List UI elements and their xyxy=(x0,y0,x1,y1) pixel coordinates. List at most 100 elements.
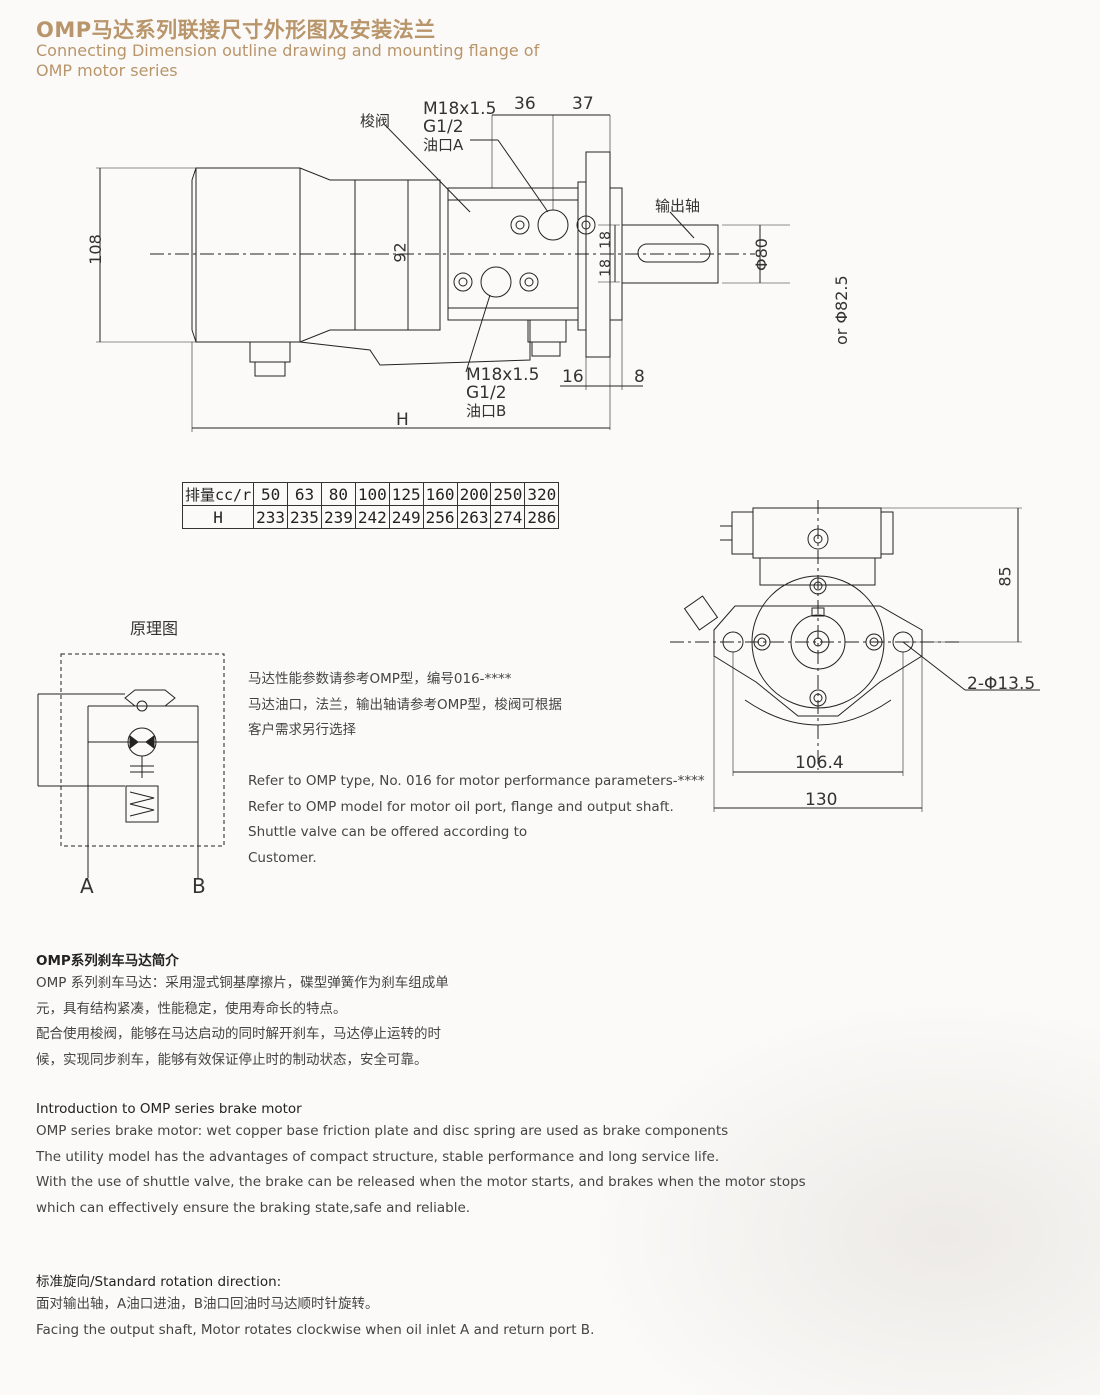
label-dim-h: H xyxy=(396,410,409,430)
table-cell: 63 xyxy=(287,482,322,506)
port-b xyxy=(480,266,512,298)
label-dim-18a: 18 xyxy=(597,231,614,249)
leader-holes xyxy=(902,641,966,691)
intro-cn-section: OMP系列刹车马达简介 OMP 系列刹车马达：采用湿式铜基摩擦片，碟型弹簧作为刹… xyxy=(36,949,449,1073)
paragraph-line: Facing the output shaft, Motor rotates c… xyxy=(36,1321,595,1338)
displacement-table: 排量cc/r 50 63 80 100 125 160 200 250 320 … xyxy=(181,482,560,529)
paragraph-line: OMP series brake motor: wet copper base … xyxy=(36,1123,729,1139)
table-cell: 160 xyxy=(422,482,458,506)
schematic-port-b: B xyxy=(192,874,206,898)
table-row: H 233 235 239 242 249 256 263 274 286 xyxy=(181,505,560,529)
label-output-shaft: 输出轴 xyxy=(655,197,701,215)
shaft-keyway xyxy=(637,243,711,263)
table-cell: 239 xyxy=(320,505,356,529)
note-line: 马达油口，法兰，输出轴请参考OMP型，梭阀可根据 xyxy=(248,696,562,713)
output-shaft xyxy=(621,224,719,284)
label-dim-92: 92 xyxy=(390,242,410,263)
rotation-heading: 标准旋向/Standard rotation direction: xyxy=(36,1274,282,1290)
rotation-section: 标准旋向/Standard rotation direction: 面对输出轴，… xyxy=(36,1270,594,1343)
bottom-bracket-left xyxy=(249,342,291,363)
table-cell: 50 xyxy=(253,482,289,506)
label-dim-108: 108 xyxy=(85,234,105,265)
flange-front-view xyxy=(670,500,1040,812)
table-cell: 80 xyxy=(320,482,356,506)
label-dim-130: 130 xyxy=(805,790,838,810)
table-cell: 200 xyxy=(456,482,492,506)
label-dim-phi80: Φ80 xyxy=(751,238,771,271)
label-dim-phi825: or Φ82.5 xyxy=(832,275,851,345)
label-port-a: 油口A xyxy=(423,136,464,154)
table-cell: 100 xyxy=(354,482,390,506)
table-row-label-displacement: 排量cc/r xyxy=(181,482,255,506)
label-dim-18b: 18 xyxy=(597,259,614,277)
table-cell: 125 xyxy=(388,482,424,506)
valve-block xyxy=(752,507,882,559)
flange-ring xyxy=(577,181,587,331)
paragraph-line: 元，具有结构紧凑，性能稳定，使用寿命长的特点。 xyxy=(36,1000,347,1017)
table-cell: 274 xyxy=(490,505,526,529)
label-dim-16: 16 xyxy=(562,367,584,387)
schematic-port-a: A xyxy=(80,874,94,898)
paragraph-line: OMP 系列刹车马达：采用湿式铜基摩擦片，碟型弹簧作为刹车组成单 xyxy=(36,975,449,991)
label-port-b-thread: M18x1.5 xyxy=(466,365,540,385)
table-cell: 286 xyxy=(524,505,560,529)
paragraph-line: which can effectively ensure the braking… xyxy=(36,1199,471,1216)
label-port-b-g: G1/2 xyxy=(466,383,507,403)
table-cell: 235 xyxy=(287,505,322,529)
paragraph-line: 候，实现同步刹车，能够有效保证停止时的制动状态，安全可靠。 xyxy=(36,1051,428,1068)
notes-en: Refer to OMP type, No. 016 for motor per… xyxy=(248,769,705,871)
label-port-a-thread: M18x1.5 xyxy=(423,99,497,119)
table-cell: 320 xyxy=(524,482,560,506)
table-row: 排量cc/r 50 63 80 100 125 160 200 250 320 xyxy=(181,482,560,506)
leader-shuttle-valve xyxy=(384,124,471,213)
paragraph-line: 面对输出轴，A油口进油，B油口回油时马达顺时针旋转。 xyxy=(36,1296,379,1312)
background-mountain-wash xyxy=(580,995,1100,1395)
table-cell: 242 xyxy=(354,505,390,529)
port-a-plug-left xyxy=(510,215,530,235)
label-dim-85: 85 xyxy=(995,566,1015,587)
label-port-a-g: G1/2 xyxy=(423,117,464,137)
intro-en-section: Introduction to OMP series brake motor O… xyxy=(36,1101,806,1221)
brake-housing xyxy=(195,167,441,343)
hydraulic-schematic xyxy=(37,653,225,878)
leader-port-a xyxy=(497,139,549,213)
intro-cn-heading: OMP系列刹车马达简介 xyxy=(36,953,179,969)
table-cell: 263 xyxy=(456,505,492,529)
table-row-label-h: H xyxy=(181,505,255,529)
table-cell: 256 xyxy=(422,505,458,529)
note-line: Refer to OMP model for motor oil port, f… xyxy=(248,798,674,815)
page-title-en: Connecting Dimension outline drawing and… xyxy=(36,41,596,81)
leader-port-b xyxy=(465,294,491,373)
notes-cn: 马达性能参数请参考OMP型，编号016-**** 马达油口，法兰，输出轴请参考O… xyxy=(248,667,562,744)
paragraph-line: 配合使用梭阀，能够在马达启动的同时解开刹车，马达停止运转的时 xyxy=(36,1026,441,1042)
schematic-title: 原理图 xyxy=(130,619,179,638)
intro-en-body: OMP series brake motor: wet copper base … xyxy=(36,1119,806,1221)
port-b-plug-right xyxy=(519,272,539,292)
table-cell: 233 xyxy=(253,505,289,529)
flange-plate xyxy=(713,605,923,717)
table-cell: 249 xyxy=(388,505,424,529)
port-a xyxy=(537,209,569,241)
rotation-body: 面对输出轴，A油口进油，B油口回油时马达顺时针旋转。 Facing the ou… xyxy=(36,1292,594,1343)
schematic-boundary xyxy=(60,653,225,847)
label-dim-holes: 2-Φ13.5 xyxy=(967,674,1036,694)
note-line: 马达性能参数请参考OMP型，编号016-**** xyxy=(248,671,512,687)
flange-pilot xyxy=(751,575,885,709)
label-dim-1064: 106.4 xyxy=(795,753,844,773)
label-port-b-block: M18x1.5 G1/2 油口B xyxy=(466,366,539,420)
shuttle-valve-symbol xyxy=(124,689,176,707)
label-port-a-block: M18x1.5 G1/2 油口A xyxy=(423,100,496,154)
port-a-plug-right xyxy=(576,215,596,235)
page-title-cn: OMP马达系列联接尺寸外形图及安装法兰 xyxy=(36,18,436,42)
side-view-drawing xyxy=(96,114,790,432)
label-shuttle-valve: 梭阀 xyxy=(360,112,391,130)
page-title-en-line2: OMP motor series xyxy=(36,61,178,80)
paragraph-line: The utility model has the advantages of … xyxy=(36,1148,720,1165)
port-b-plug-left xyxy=(453,272,473,292)
paragraph-line: With the use of shuttle valve, the brake… xyxy=(36,1174,806,1190)
intro-en-heading: Introduction to OMP series brake motor xyxy=(36,1101,302,1117)
label-dim-36: 36 xyxy=(514,94,536,114)
brake-spring-symbol xyxy=(125,785,159,823)
table-cell: 250 xyxy=(490,482,526,506)
label-dim-8: 8 xyxy=(634,367,645,387)
